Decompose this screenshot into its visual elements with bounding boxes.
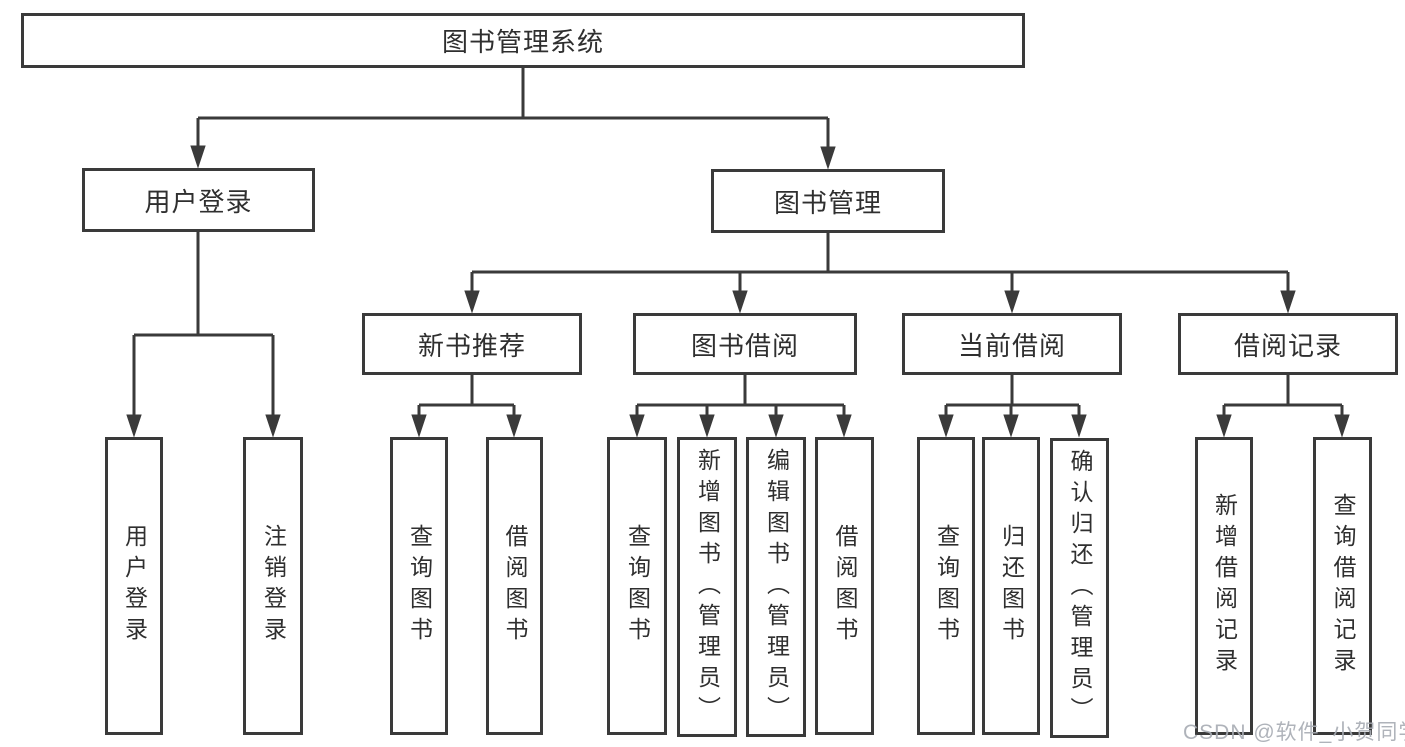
leaf-edit-books-admin-label: 编辑图书（管理员）	[763, 447, 790, 727]
leaf-borrow-books-recommend: 借阅图书	[486, 437, 543, 735]
csdn-watermark: CSDN @软件_小贺同学	[1183, 721, 1405, 744]
node-root: 图书管理系统	[21, 13, 1025, 68]
leaf-query-borrow-record: 查询借阅记录	[1313, 437, 1372, 735]
leaf-borrow-books-borrowing-label: 借阅图书	[832, 524, 858, 648]
leaf-return-books: 归还图书	[982, 437, 1040, 735]
leaf-query-borrow-record-label: 查询借阅记录	[1330, 493, 1356, 679]
node-new-book-recommend: 新书推荐	[362, 313, 582, 375]
leaf-query-books-borrowing-label: 查询图书	[624, 524, 651, 648]
connector-lines	[134, 68, 1342, 407]
arrowheads	[126, 118, 1350, 438]
leaf-user-login: 用户登录	[105, 437, 163, 735]
node-user-login-branch-label: 用户登录	[144, 186, 253, 217]
leaf-user-login-label: 用户登录	[121, 524, 148, 648]
leaf-confirm-return-admin-label: 确认归还（管理员）	[1067, 448, 1093, 728]
node-book-management-branch-label: 图书管理	[773, 187, 882, 218]
leaf-add-books-admin-label: 新增图书（管理员）	[694, 447, 721, 727]
node-root-label: 图书管理系统	[441, 27, 604, 57]
leaf-borrow-books-recommend-label: 借阅图书	[502, 524, 528, 648]
node-current-borrowing-label: 当前借阅	[957, 330, 1066, 361]
leaf-return-books-label: 归还图书	[998, 524, 1025, 648]
node-book-borrowing: 图书借阅	[633, 313, 857, 375]
leaf-query-books-borrowing: 查询图书	[607, 437, 667, 735]
leaf-add-borrow-record: 新增借阅记录	[1195, 437, 1253, 735]
node-new-book-recommend-label: 新书推荐	[417, 330, 526, 361]
leaf-add-books-admin: 新增图书（管理员）	[677, 437, 737, 737]
node-borrowing-records-label: 借阅记录	[1233, 330, 1342, 361]
leaf-query-books-current-label: 查询图书	[933, 524, 960, 648]
leaf-logout-label: 注销登录	[260, 524, 287, 648]
node-current-borrowing: 当前借阅	[902, 313, 1122, 375]
leaf-add-borrow-record-label: 新增借阅记录	[1211, 493, 1238, 679]
node-book-management-branch: 图书管理	[711, 169, 945, 233]
leaf-borrow-books-borrowing: 借阅图书	[815, 437, 874, 735]
node-book-borrowing-label: 图书借阅	[690, 330, 799, 361]
leaf-edit-books-admin: 编辑图书（管理员）	[746, 437, 806, 737]
leaf-query-books-current: 查询图书	[917, 437, 975, 735]
node-user-login-branch: 用户登录	[82, 168, 315, 232]
leaf-logout: 注销登录	[243, 437, 303, 735]
node-borrowing-records: 借阅记录	[1178, 313, 1398, 375]
leaf-query-books-recommend-label: 查询图书	[406, 524, 433, 648]
leaf-confirm-return-admin: 确认归还（管理员）	[1050, 438, 1109, 738]
leaf-query-books-recommend: 查询图书	[390, 437, 448, 735]
